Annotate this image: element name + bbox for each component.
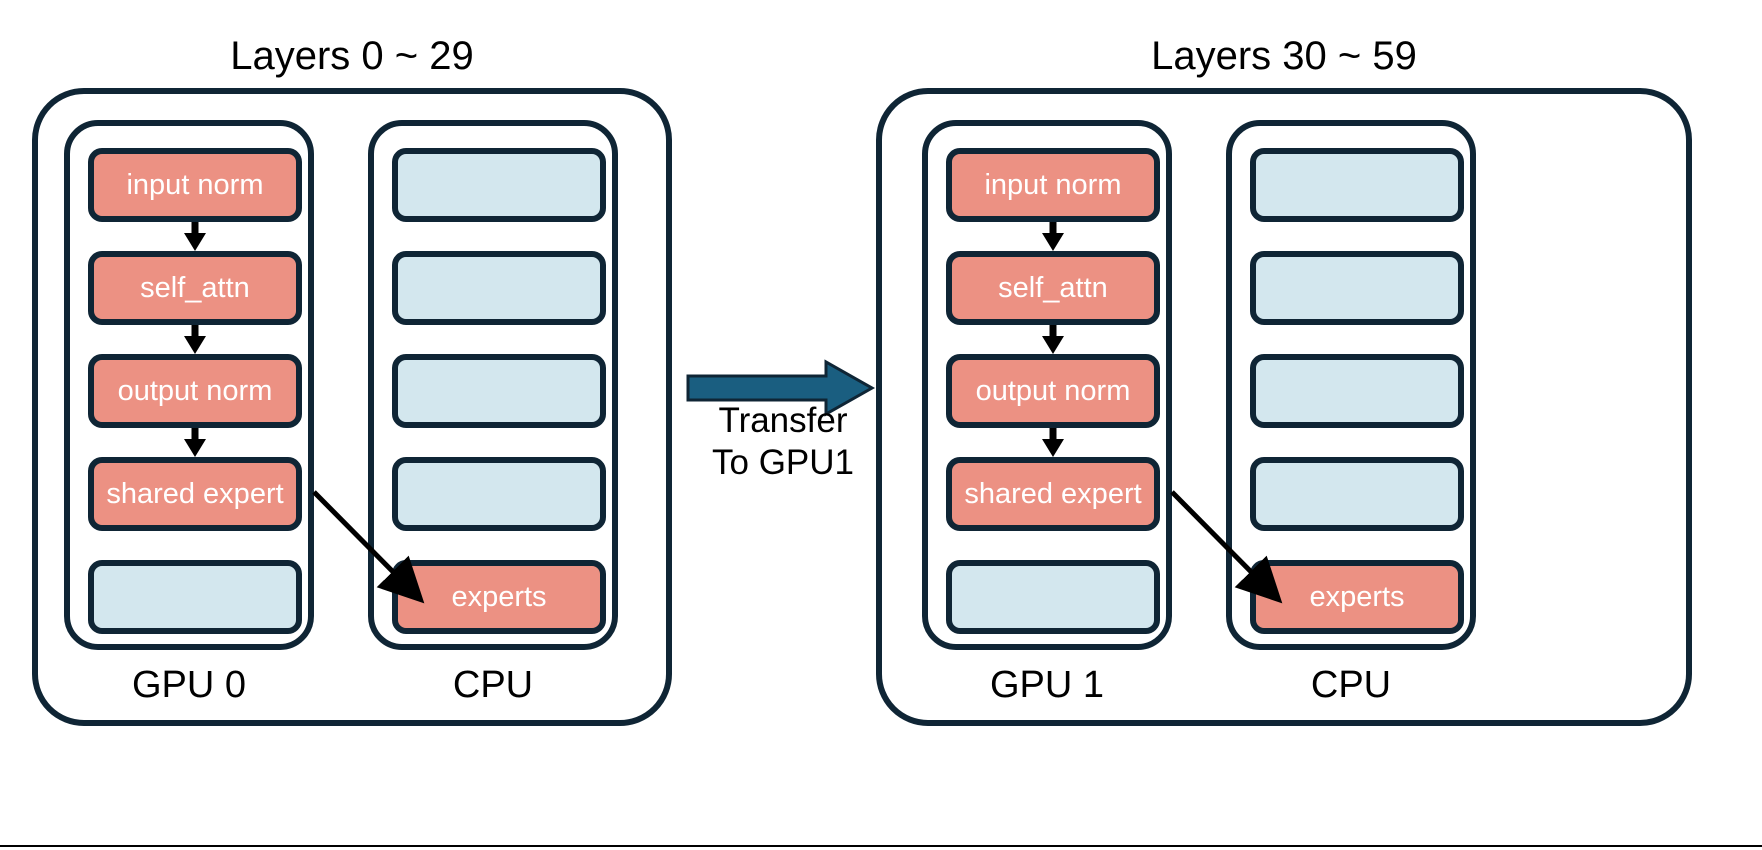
arrow-self-attn-to-output-norm: [946, 325, 1160, 354]
cell-experts[interactable]: experts: [392, 560, 606, 634]
panel-group-right: Layers 30 ~ 59 input norm self_attn outp…: [876, 36, 1692, 726]
arrow-output-norm-to-shared-expert: [946, 428, 1160, 457]
cell-expert-slot-1[interactable]: [392, 148, 606, 222]
transfer-block-arrow[interactable]: [686, 358, 876, 418]
cell-self-attn[interactable]: self_attn: [946, 251, 1160, 325]
column-label-cpu-right: CPU: [1310, 664, 1392, 706]
arrow-self-attn-to-output-norm: [88, 325, 302, 354]
cell-label: output norm: [117, 374, 273, 407]
column-gpu-0: input norm self_attn output norm shared …: [64, 120, 314, 650]
cell-label: output norm: [975, 374, 1131, 407]
transfer-label-line2: To GPU1: [712, 443, 854, 482]
cell-shared-expert[interactable]: shared expert: [946, 457, 1160, 531]
cell-label: shared expert: [964, 477, 1142, 510]
arrow-shared-expert-to-experts: [1170, 490, 1283, 604]
cell-label: input norm: [984, 168, 1122, 201]
bottom-divider: [0, 845, 1762, 847]
cell-output-norm[interactable]: output norm: [88, 354, 302, 428]
panel-title-right: Layers 30 ~ 59: [1151, 34, 1417, 78]
cell-label: experts: [1309, 580, 1405, 613]
cell-expert-slot-3[interactable]: [1250, 354, 1464, 428]
cell-expert-slot-2[interactable]: [1250, 251, 1464, 325]
arrow-input-norm-to-self-attn: [88, 222, 302, 251]
arrow-input-norm-to-self-attn: [946, 222, 1160, 251]
cell-input-norm[interactable]: input norm: [946, 148, 1160, 222]
panel-outer-left: input norm self_attn output norm shared …: [32, 88, 672, 726]
panel-group-left: Layers 0 ~ 29 input norm self_attn outpu…: [32, 36, 672, 726]
cell-experts[interactable]: experts: [1250, 560, 1464, 634]
cell-shared-expert[interactable]: shared expert: [88, 457, 302, 531]
cell-expert-slot-4[interactable]: [392, 457, 606, 531]
cell-label: self_attn: [998, 271, 1108, 304]
cell-empty-gpu[interactable]: [88, 560, 302, 634]
cell-output-norm[interactable]: output norm: [946, 354, 1160, 428]
cell-self-attn[interactable]: self_attn: [88, 251, 302, 325]
cell-label: experts: [451, 580, 547, 613]
arrow-output-norm-to-shared-expert: [88, 428, 302, 457]
cell-input-norm[interactable]: input norm: [88, 148, 302, 222]
cell-label: input norm: [126, 168, 264, 201]
cell-expert-slot-1[interactable]: [1250, 148, 1464, 222]
column-label-gpu-0: GPU 0: [131, 664, 247, 706]
cell-empty-gpu[interactable]: [946, 560, 1160, 634]
column-label-gpu-1: GPU 1: [989, 664, 1105, 706]
column-cpu-right: experts: [1226, 120, 1476, 650]
cell-expert-slot-2[interactable]: [392, 251, 606, 325]
panel-title-left: Layers 0 ~ 29: [230, 34, 474, 78]
cell-label: shared expert: [106, 477, 284, 510]
panel-outer-right: input norm self_attn output norm shared …: [876, 88, 1692, 726]
cell-label: self_attn: [140, 271, 250, 304]
transfer-label-line1: Transfer: [718, 401, 848, 440]
arrow-shared-expert-to-experts: [312, 490, 425, 604]
cell-expert-slot-3[interactable]: [392, 354, 606, 428]
column-gpu-1: input norm self_attn output norm shared …: [922, 120, 1172, 650]
cell-expert-slot-4[interactable]: [1250, 457, 1464, 531]
column-label-cpu-left: CPU: [452, 664, 534, 706]
transfer-arrow-group: Transfer To GPU1: [686, 358, 876, 498]
